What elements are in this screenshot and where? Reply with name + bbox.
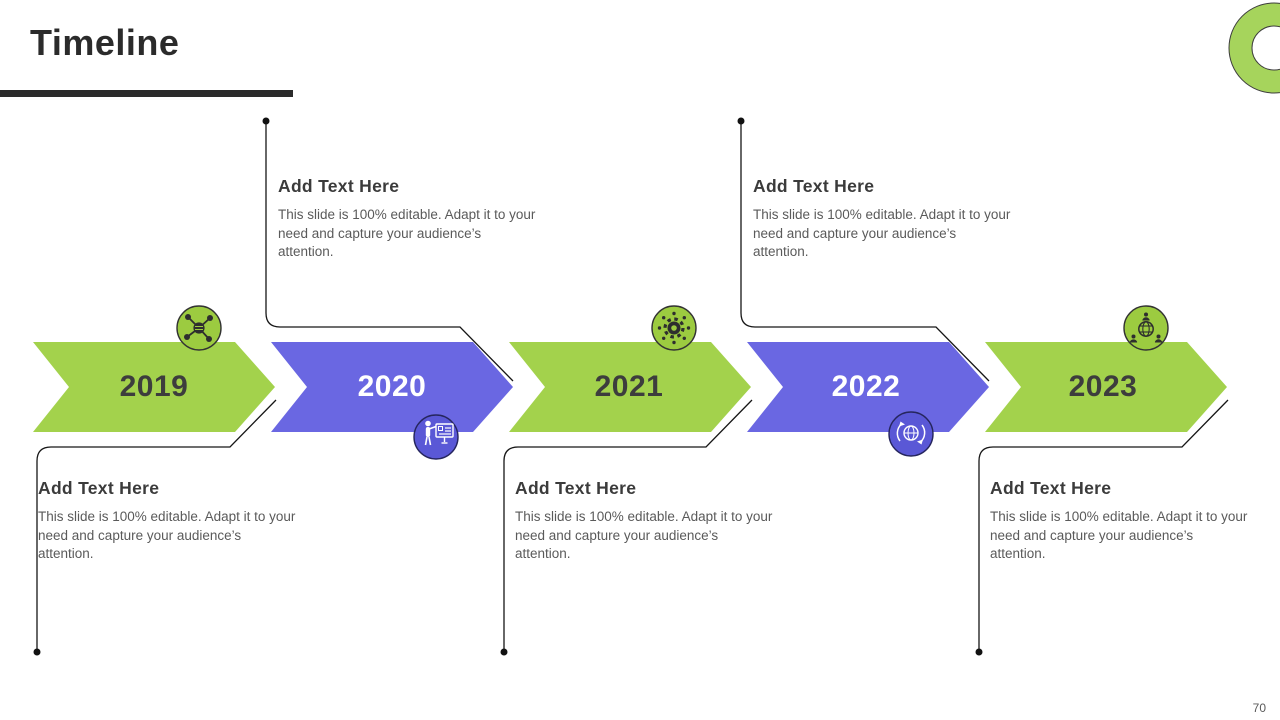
connector-top-2020 [265, 121, 514, 382]
callout-2020[interactable]: Add Text Here This slide is 100% editabl… [278, 176, 536, 262]
callout-heading[interactable]: Add Text Here [278, 176, 400, 196]
year-label-2022[interactable]: 2022 [831, 370, 901, 403]
year-label-2023[interactable]: 2023 [1068, 370, 1138, 403]
callout-2021[interactable]: Add Text Here This slide is 100% editabl… [515, 478, 773, 564]
callout-heading[interactable]: Add Text Here [515, 478, 637, 498]
connector-top-2022 [740, 121, 990, 382]
globe-sync-icon [888, 411, 934, 457]
page-title: Timeline [30, 22, 180, 63]
chevron-2022[interactable] [747, 342, 989, 432]
chevron-2023[interactable] [985, 342, 1227, 432]
callout-heading[interactable]: Add Text Here [753, 176, 875, 196]
callout-body[interactable]: This slide is 100% editable. Adapt it to… [753, 207, 1011, 260]
donut-decoration-icon [1228, 2, 1280, 94]
presentation-icon [413, 414, 459, 460]
globe-team-icon [1123, 305, 1169, 351]
title-underline [0, 90, 293, 97]
callout-2022[interactable]: Add Text Here This slide is 100% editabl… [753, 176, 1011, 262]
chevron-2020[interactable] [271, 342, 513, 432]
callout-body[interactable]: This slide is 100% editable. Adapt it to… [990, 509, 1248, 562]
connector-dots [33, 117, 983, 656]
callout-2023[interactable]: Add Text Here This slide is 100% editabl… [990, 478, 1248, 564]
year-label-2019[interactable]: 2019 [119, 370, 189, 403]
callout-heading[interactable]: Add Text Here [990, 478, 1112, 498]
year-label-2020[interactable]: 2020 [357, 370, 427, 403]
connector-bottom-2023 [978, 399, 1229, 652]
callout-heading[interactable]: Add Text Here [38, 478, 160, 498]
chevron-2019[interactable] [33, 342, 275, 432]
callout-body[interactable]: This slide is 100% editable. Adapt it to… [515, 509, 773, 562]
gear-icon [651, 305, 697, 351]
chevron-2021[interactable] [509, 342, 751, 432]
connector-bottom-2021 [503, 399, 753, 652]
callout-body[interactable]: This slide is 100% editable. Adapt it to… [38, 509, 296, 562]
year-label-2021[interactable]: 2021 [594, 370, 664, 403]
callout-body[interactable]: This slide is 100% editable. Adapt it to… [278, 207, 536, 260]
network-icon [176, 305, 222, 351]
connector-bottom-2019 [36, 399, 277, 652]
page-number: 70 [1252, 701, 1266, 715]
callout-2019[interactable]: Add Text Here This slide is 100% editabl… [38, 478, 296, 564]
connector-lines [36, 121, 1229, 652]
